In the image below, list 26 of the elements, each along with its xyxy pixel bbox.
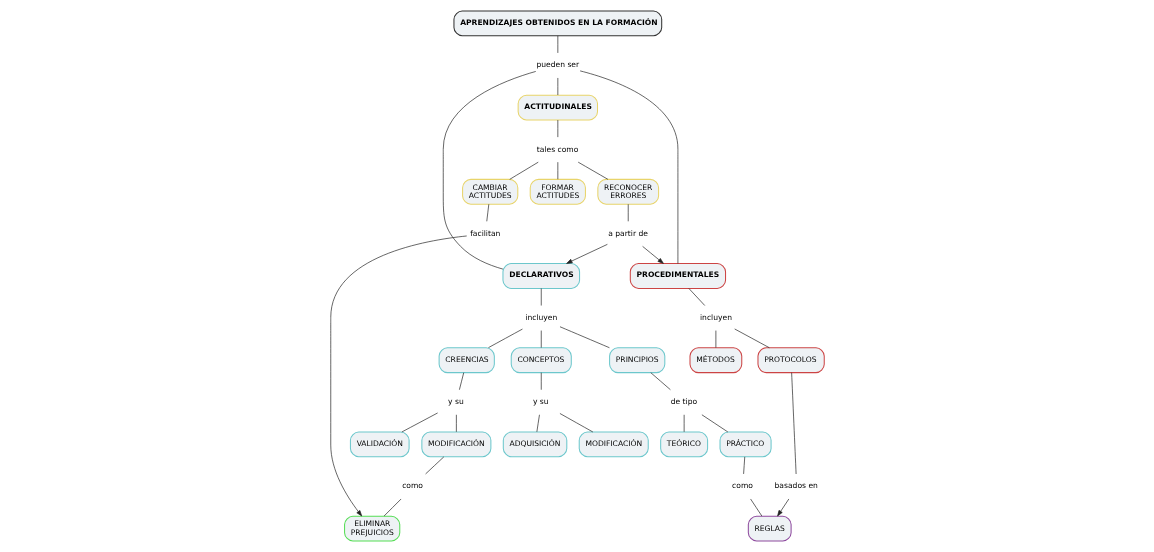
connector (688, 288, 705, 306)
connector (485, 203, 489, 222)
connector (508, 161, 539, 180)
connector (559, 413, 593, 433)
connector (749, 498, 762, 517)
connector (487, 328, 523, 348)
connector (401, 412, 438, 433)
arrow (329, 235, 467, 517)
connector (742, 456, 745, 475)
connector (383, 498, 401, 517)
connector (649, 372, 671, 391)
connector (559, 326, 610, 349)
connector (442, 71, 536, 270)
connector (577, 161, 608, 180)
arrow (641, 246, 664, 264)
connector (458, 372, 464, 391)
connector (733, 328, 770, 349)
connector (701, 414, 728, 433)
arrow (565, 244, 608, 264)
connector (536, 414, 540, 433)
connector (579, 70, 678, 264)
arrow (776, 498, 789, 517)
connector (557, 35, 558, 54)
connector (424, 456, 444, 475)
connector (790, 372, 796, 475)
connector (455, 414, 457, 433)
